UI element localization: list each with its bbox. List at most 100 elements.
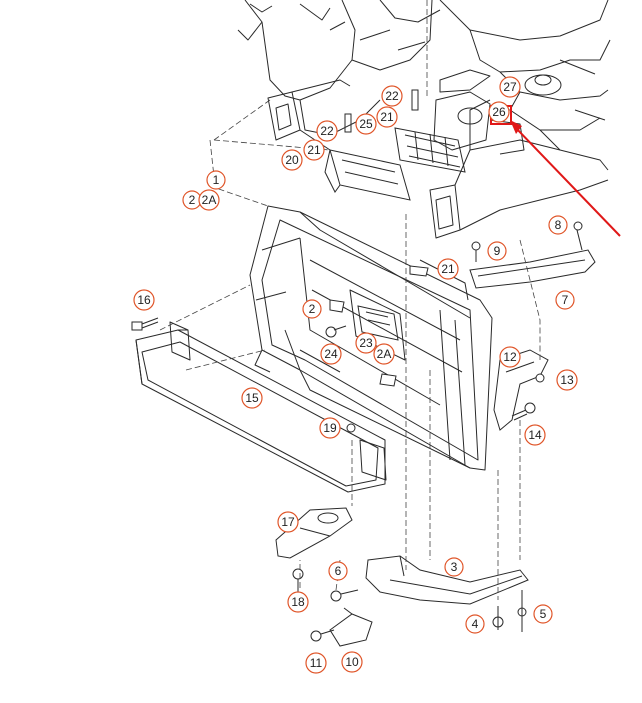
callout-circle (548, 215, 568, 235)
screw-16-icon (131, 317, 159, 331)
clip-lower-icon (379, 373, 397, 387)
callout-label: 2 (189, 193, 196, 207)
callout-label: 25 (359, 117, 373, 131)
screw-11-icon (310, 629, 335, 642)
callout-24: 24 (320, 343, 342, 365)
callout-2: 2 (302, 299, 322, 319)
callout-5: 5 (533, 604, 553, 624)
nut-19-icon (346, 423, 356, 433)
callout-label: 3 (451, 560, 458, 574)
screw-5-icon (517, 590, 527, 632)
callout-label: 21 (307, 143, 321, 157)
callout-circle (287, 591, 309, 613)
side-bracket-12 (493, 349, 549, 431)
bumper-beam (135, 321, 387, 493)
callout-label: 27 (503, 80, 517, 94)
screw-6-icon (330, 589, 359, 602)
air-duct-20 (324, 149, 411, 201)
callout-label: 6 (335, 564, 342, 578)
callout-circle (281, 149, 303, 171)
callout-circle (376, 106, 398, 128)
nut-13-icon (535, 373, 545, 383)
callout-7: 7 (555, 290, 575, 310)
callout-label: 15 (245, 391, 259, 405)
callout-circle (198, 189, 220, 211)
callout-label: 23 (359, 336, 373, 350)
callout-11: 11 (305, 652, 327, 674)
callout-circle (355, 332, 377, 354)
callout-21: 21 (376, 106, 398, 128)
callout-27: 27 (499, 76, 521, 98)
callout-label: 21 (380, 110, 394, 124)
callout-22: 22 (316, 120, 338, 142)
callout-2A: 2A (198, 189, 220, 211)
callout-label: 19 (323, 421, 337, 435)
callout-circle (444, 557, 464, 577)
callout-23: 23 (355, 332, 377, 354)
callout-label: 17 (281, 515, 295, 529)
callout-circle (488, 101, 510, 123)
callout-circle (373, 343, 395, 365)
callout-19: 19 (319, 417, 341, 439)
callout-label: 18 (291, 595, 305, 609)
vehicle-front-body (237, 0, 611, 239)
screw-18-icon (292, 568, 304, 592)
callout-1: 1 (206, 170, 226, 190)
callout-circle (487, 241, 507, 261)
callout-2: 2 (182, 190, 202, 210)
callout-label: 4 (472, 617, 479, 631)
callout-6: 6 (328, 561, 348, 581)
screw-14-icon (511, 402, 536, 421)
callout-circle (303, 139, 325, 161)
lower-guide-3 (365, 555, 529, 605)
screw-24-icon (325, 325, 347, 338)
callout-circle (302, 299, 322, 319)
callout-circle (319, 417, 341, 439)
callout-label: 26 (492, 105, 506, 119)
bracket-17 (275, 507, 353, 559)
callout-label: 8 (555, 218, 562, 232)
clip-2-icon (329, 299, 345, 313)
callout-label: 24 (324, 347, 338, 361)
callout-8: 8 (548, 215, 568, 235)
callout-20: 20 (281, 149, 303, 171)
callout-circle (381, 85, 403, 107)
callout-25: 25 (355, 113, 377, 135)
callout-circle (341, 651, 363, 673)
callout-circle (206, 170, 226, 190)
callout-circle (437, 258, 459, 280)
callout-circle (555, 290, 575, 310)
screw-9-icon (471, 241, 481, 262)
callout-label: 10 (345, 655, 359, 669)
screw-4-icon (492, 606, 504, 630)
callout-10: 10 (341, 651, 363, 673)
callout-9: 9 (487, 241, 507, 261)
screw-22-icon (344, 89, 419, 133)
callout-3: 3 (444, 557, 464, 577)
callout-label: 22 (320, 124, 334, 138)
callout-22: 22 (381, 85, 403, 107)
assembly-lines (159, 0, 541, 600)
callout-label: 22 (385, 89, 399, 103)
callout-circle (277, 511, 299, 533)
fasteners (131, 221, 583, 642)
callout-label: 9 (494, 244, 501, 258)
callout-18: 18 (287, 591, 309, 613)
callout-label: 14 (528, 428, 542, 442)
bracket-10 (329, 607, 373, 647)
callout-label: 16 (137, 293, 151, 307)
callout-13: 13 (556, 369, 578, 391)
callout-4: 4 (465, 614, 485, 634)
callout-circle (241, 387, 263, 409)
callout-circle (305, 652, 327, 674)
air-duct-25 (394, 127, 466, 173)
callout-label: 2 (309, 302, 316, 316)
callout-circle (355, 113, 377, 135)
callout-label: 2A (202, 193, 217, 207)
center-bracket (357, 305, 399, 341)
callout-circle (499, 346, 521, 368)
callout-12: 12 (499, 346, 521, 368)
